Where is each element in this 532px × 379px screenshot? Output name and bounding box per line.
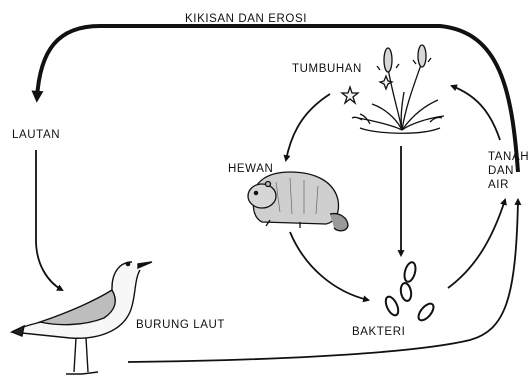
plants-to-animal-arrow [286, 94, 330, 160]
label-bird: BURUNG LAUT [136, 318, 225, 332]
label-soil-line1: TANAH [488, 150, 528, 164]
label-soil-water: TANAH DAN AIR [488, 150, 528, 192]
animal-to-bacteria-arrow [290, 232, 368, 300]
seagull-illustration [12, 262, 152, 374]
plant-illustration [342, 45, 444, 133]
soil-to-plants-arrow [452, 86, 500, 140]
label-plants: TUMBUHAN [292, 62, 362, 76]
erosion-arrow [37, 26, 518, 172]
label-erosion: KIKISAN DAN EROSI [185, 12, 307, 26]
label-animal: HEWAN [228, 162, 273, 176]
animal-illustration [248, 172, 348, 231]
label-bacteria: BAKTERI [352, 325, 405, 339]
label-soil-line3: AIR [488, 178, 528, 192]
label-soil-line2: DAN [488, 164, 528, 178]
label-sea: LAUTAN [12, 128, 60, 142]
bacteria-illustration [383, 261, 436, 323]
bacteria-to-soil-arrow [448, 200, 505, 288]
sea-to-bird-arrow [36, 150, 62, 290]
